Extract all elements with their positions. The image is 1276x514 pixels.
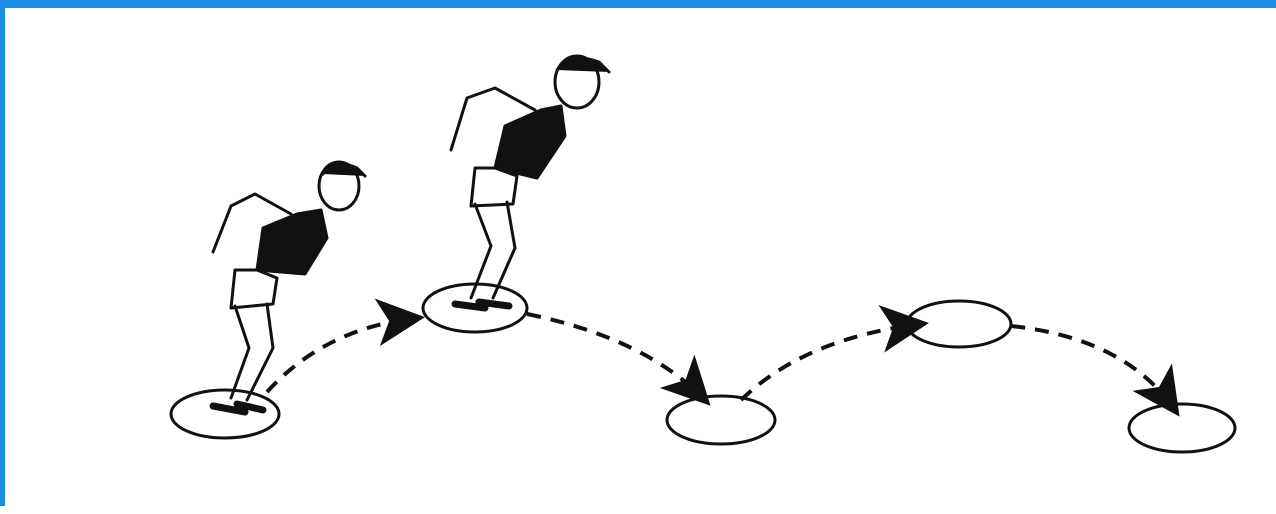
hoop-5 xyxy=(1129,404,1235,452)
hoop-4 xyxy=(907,301,1011,347)
child-figure-2 xyxy=(451,56,609,308)
child-figure-1 xyxy=(213,162,365,412)
hoop-3 xyxy=(667,396,775,444)
jump-arrow-4 xyxy=(1011,326,1175,410)
hoop-1 xyxy=(171,390,279,438)
jump-arrow-3 xyxy=(741,324,921,400)
jump-arrow-1 xyxy=(267,318,417,392)
jumping-illustration xyxy=(5,8,1276,514)
jump-arrow-2 xyxy=(527,314,705,400)
